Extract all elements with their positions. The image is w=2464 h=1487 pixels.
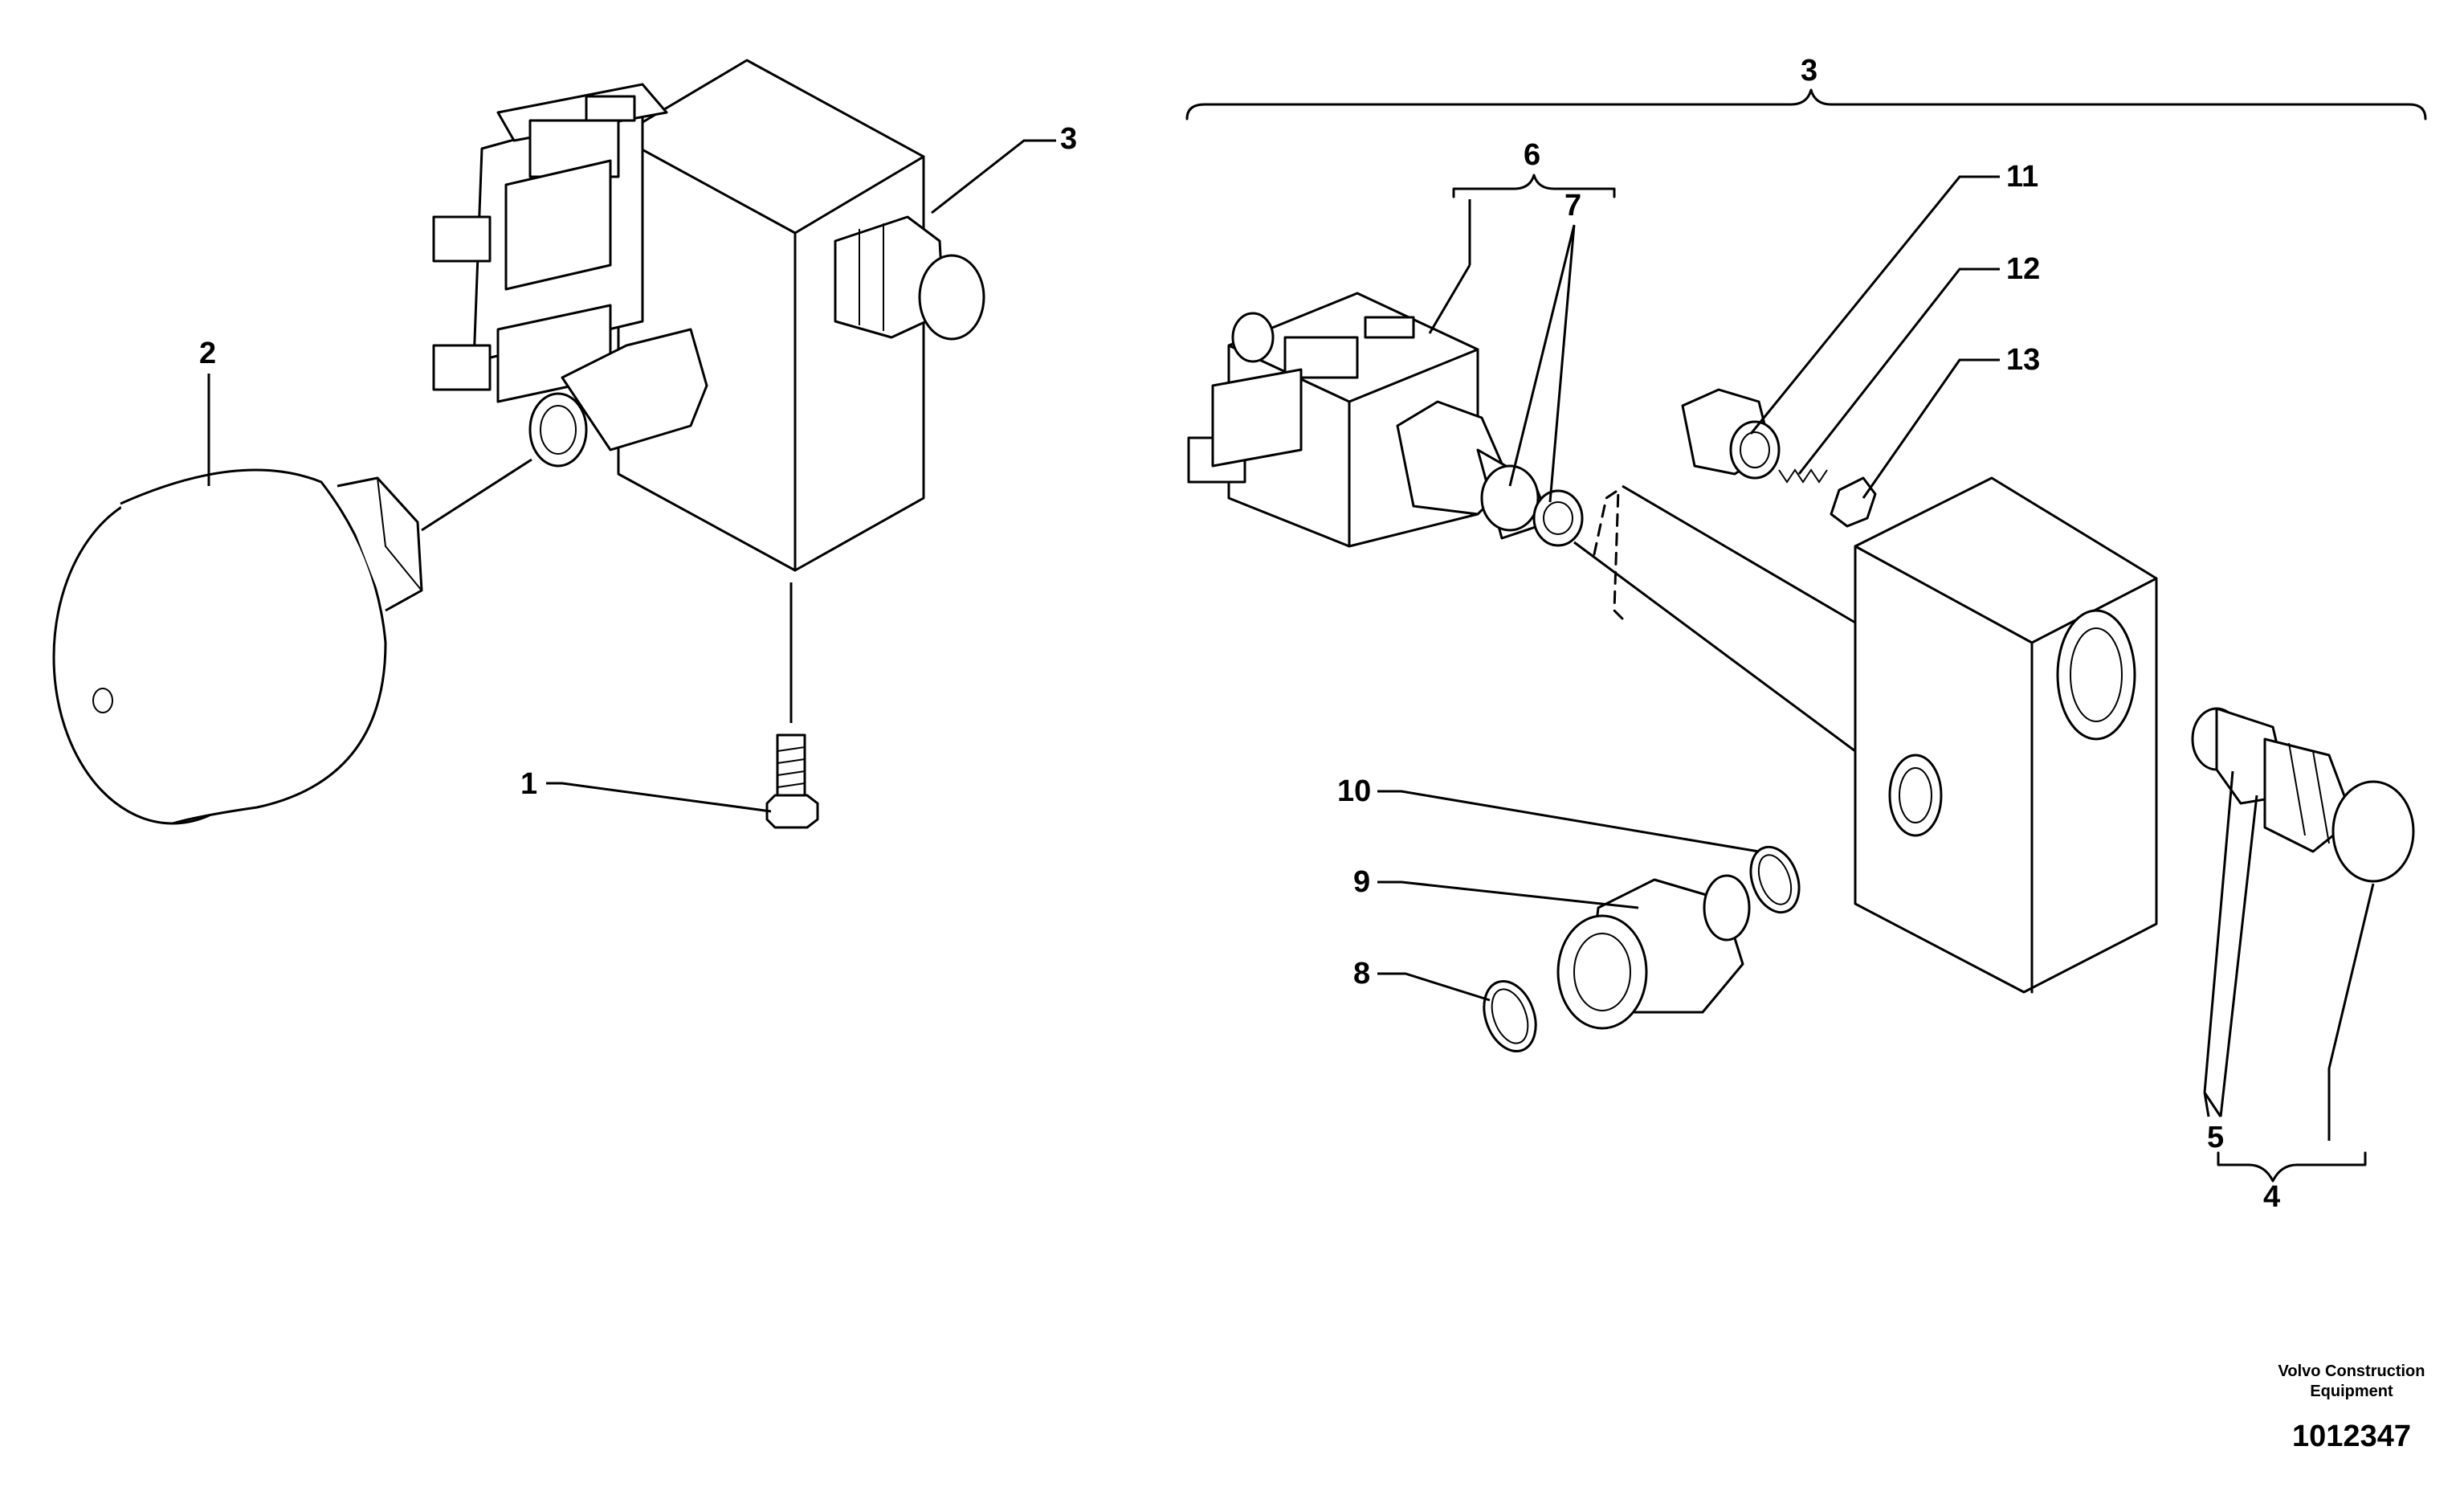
callout-7: 7	[1564, 189, 1581, 223]
brand-line-1: Volvo Construction	[2278, 1362, 2425, 1380]
o-ring-10	[1749, 845, 1801, 914]
callout-9: 9	[1353, 865, 1370, 899]
callout-3-left: 3	[1060, 122, 1077, 156]
adapter-part	[1556, 874, 1751, 1030]
callout-13: 13	[2006, 343, 2040, 377]
brand-line-2: Equipment	[2310, 1383, 2393, 1400]
drawing-number: 1012347	[2292, 1420, 2411, 1453]
poppet-part	[1830, 476, 1877, 528]
cartridge-valve	[1396, 400, 1584, 547]
valve-block-right	[1854, 476, 2158, 994]
valve-block-left	[432, 59, 985, 723]
callout-6: 6	[1524, 138, 1540, 172]
callout-2: 2	[199, 337, 216, 370]
callout-10: 10	[1337, 774, 1371, 808]
pressure-fitting	[2191, 707, 2415, 883]
plug-part	[1681, 388, 1781, 480]
o-ring-8	[1483, 979, 1537, 1053]
bracket-3	[1185, 88, 2427, 121]
callout-12: 12	[2006, 252, 2040, 286]
callout-5: 5	[2207, 1121, 2224, 1154]
callout-1: 1	[520, 767, 537, 801]
bracket-6	[1452, 174, 1616, 198]
bracket-4	[2217, 1151, 2367, 1183]
callout-3-top: 3	[1801, 54, 1817, 88]
callout-8: 8	[1353, 957, 1370, 991]
callout-4: 4	[2263, 1180, 2280, 1214]
gauge-part	[52, 458, 532, 825]
callout-11: 11	[2006, 160, 2038, 194]
screw-part	[765, 733, 819, 829]
spring-part	[1778, 468, 1828, 484]
